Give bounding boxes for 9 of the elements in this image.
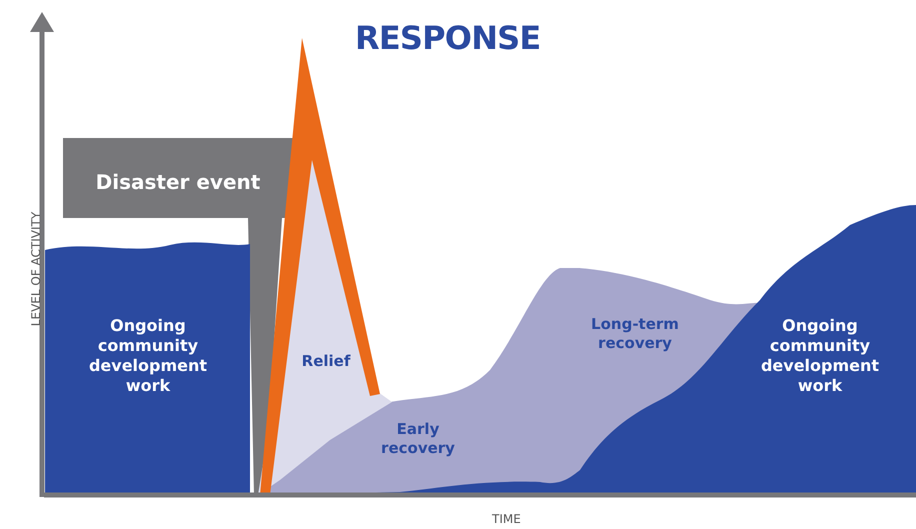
axis-label: TIME (492, 511, 521, 528)
title: RESPONSE (355, 18, 540, 59)
area-label: Early recovery (380, 420, 456, 458)
axis-label: LEVEL OF ACTIVITY (28, 210, 44, 328)
area-label: Relief (300, 351, 352, 372)
area-label: Long-term recovery (590, 315, 680, 353)
area-label: Disaster event (94, 169, 262, 196)
area-label: Ongoing community development work (760, 316, 880, 396)
area-label: Ongoing community development work (88, 316, 208, 396)
